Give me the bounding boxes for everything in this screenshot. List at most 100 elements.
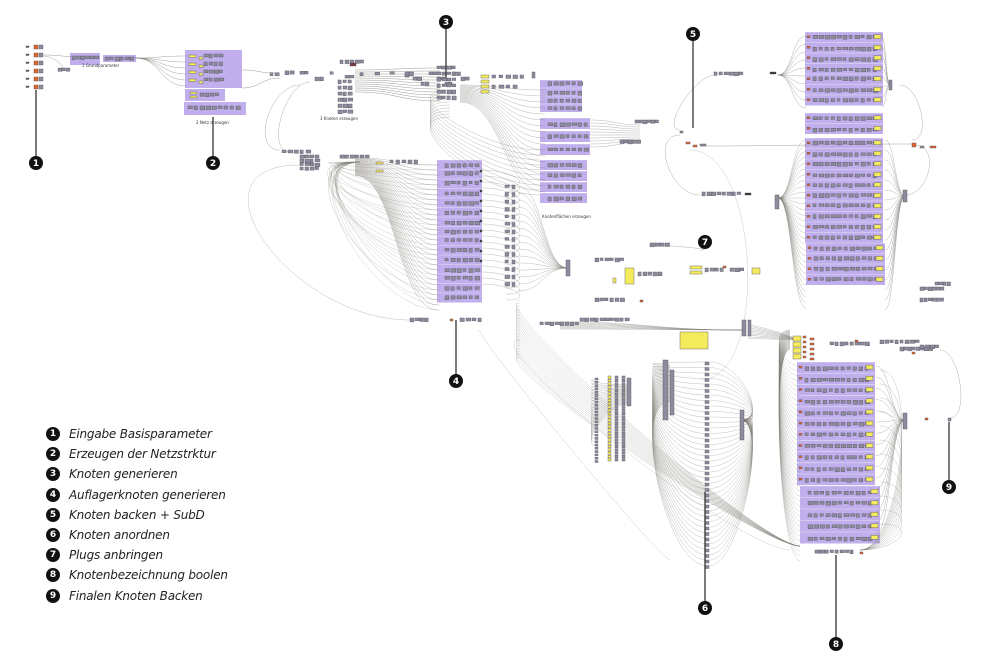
component-node xyxy=(25,69,30,72)
component-node xyxy=(818,116,823,120)
component-node xyxy=(842,173,849,177)
component-node xyxy=(798,466,803,470)
component-node xyxy=(873,87,882,92)
component-node xyxy=(583,134,589,139)
component-node xyxy=(594,427,599,430)
component-node xyxy=(848,183,853,188)
component-node xyxy=(818,140,824,144)
component-node xyxy=(848,173,853,177)
component-node xyxy=(814,549,820,554)
component-node xyxy=(474,286,480,290)
wire xyxy=(354,166,439,236)
component-node xyxy=(446,83,452,88)
legend-label: Finalen Knoten Backen xyxy=(69,588,203,603)
callout-badge xyxy=(942,480,956,494)
component-node xyxy=(942,281,947,286)
component-node xyxy=(812,116,819,120)
component-node xyxy=(816,432,822,437)
component-node xyxy=(314,76,320,82)
component-node xyxy=(659,242,665,247)
component-node xyxy=(813,267,819,271)
component-node xyxy=(468,276,473,281)
legend-label: Auflagerknoten generieren xyxy=(69,487,226,502)
wire xyxy=(517,213,569,269)
component-node xyxy=(364,154,370,158)
component-node xyxy=(565,196,570,202)
component-node xyxy=(704,422,710,426)
component-node xyxy=(842,183,848,187)
component-node xyxy=(810,467,815,471)
component-node xyxy=(491,74,496,79)
component-node xyxy=(947,417,952,422)
component-node xyxy=(25,45,30,48)
wire xyxy=(709,419,753,456)
component-node xyxy=(462,191,468,196)
component-node xyxy=(804,377,809,383)
callout-number: 7 xyxy=(702,238,708,248)
component-node xyxy=(792,341,802,348)
component-node xyxy=(807,257,812,260)
component-node xyxy=(408,71,414,76)
component-node xyxy=(342,97,348,103)
component-node xyxy=(836,67,842,72)
component-node xyxy=(873,97,882,102)
component-node xyxy=(843,491,849,495)
wire xyxy=(777,35,807,76)
component-node xyxy=(809,357,815,361)
component-node xyxy=(843,246,848,251)
wire xyxy=(778,330,801,377)
component-node xyxy=(468,238,473,242)
component-node xyxy=(511,237,516,242)
component-node xyxy=(861,267,867,271)
component-node xyxy=(33,76,39,82)
component-node xyxy=(866,98,871,102)
component-node xyxy=(810,443,816,448)
wire xyxy=(778,333,801,407)
component-node xyxy=(830,88,836,92)
component-node xyxy=(834,366,839,371)
component-node xyxy=(854,57,860,61)
component-node xyxy=(855,256,860,261)
component-node xyxy=(819,246,824,251)
component-node xyxy=(607,418,612,422)
component-node xyxy=(846,467,851,471)
component-node xyxy=(281,149,287,153)
component-node xyxy=(866,183,871,187)
component-node xyxy=(824,214,830,219)
wire xyxy=(459,93,546,145)
component-node xyxy=(866,173,871,177)
component-node xyxy=(858,366,863,371)
component-node xyxy=(873,140,882,145)
component-node xyxy=(559,321,564,326)
component-node xyxy=(607,385,612,389)
component-node xyxy=(359,72,364,77)
component-node xyxy=(816,377,823,382)
wire xyxy=(884,139,906,197)
component-node xyxy=(71,55,76,61)
component-node xyxy=(511,199,516,205)
component-node xyxy=(577,173,582,178)
component-node xyxy=(854,193,859,198)
component-node xyxy=(842,203,848,208)
component-node xyxy=(934,344,939,348)
component-node xyxy=(594,257,599,263)
component-node xyxy=(480,84,490,89)
component-node xyxy=(119,56,124,61)
component-node xyxy=(553,147,558,151)
component-node xyxy=(424,317,429,323)
component-node xyxy=(830,162,837,166)
component-node xyxy=(875,245,884,250)
component-node xyxy=(852,377,857,382)
wire xyxy=(333,161,441,241)
wire xyxy=(778,331,801,382)
component-node xyxy=(621,445,626,448)
wire xyxy=(591,398,628,430)
component-node xyxy=(846,432,851,437)
component-node xyxy=(594,424,599,427)
component-node xyxy=(607,458,612,462)
wire xyxy=(517,267,569,292)
component-node xyxy=(309,154,315,158)
component-node xyxy=(849,536,855,542)
wire xyxy=(881,46,891,86)
wire xyxy=(709,419,753,445)
